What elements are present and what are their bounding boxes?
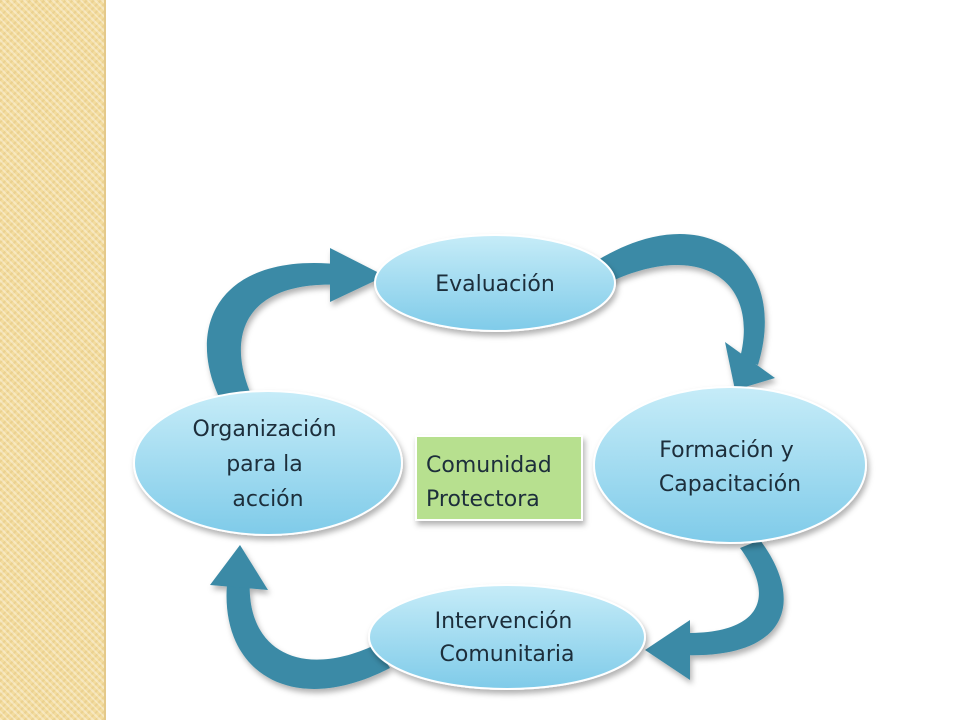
- node-formacion-label: Formación y Capacitación: [659, 438, 801, 497]
- arrow-organizacion-to-evaluacion: [206, 262, 345, 395]
- arrow-head-formacion: [725, 342, 775, 390]
- arrow-head-organizacion: [210, 545, 268, 590]
- node-intervencion: Intervención Comunitaria: [368, 584, 646, 690]
- decorative-side-band: [0, 0, 106, 720]
- node-organizacion-label: Organización para la acción: [192, 417, 343, 512]
- arrow-head-evaluacion: [330, 248, 385, 302]
- node-formacion: Formación y Capacitación: [593, 386, 867, 544]
- node-evaluacion: Evaluación: [374, 234, 616, 332]
- arrow-head-intervencion: [645, 620, 690, 680]
- cycle-arrows: [206, 233, 784, 689]
- arrow-intervencion-to-organizacion: [226, 575, 390, 689]
- node-evaluacion-label: Evaluación: [435, 272, 555, 297]
- arrow-evaluacion-to-formacion: [598, 233, 765, 365]
- arrow-formacion-to-intervencion: [680, 540, 784, 656]
- center-box-label: Comunidad Protectora: [426, 453, 559, 512]
- node-intervencion-label: Intervención Comunitaria: [435, 609, 580, 667]
- node-organizacion: Organización para la acción: [133, 390, 403, 536]
- center-box: Comunidad Protectora: [415, 435, 583, 521]
